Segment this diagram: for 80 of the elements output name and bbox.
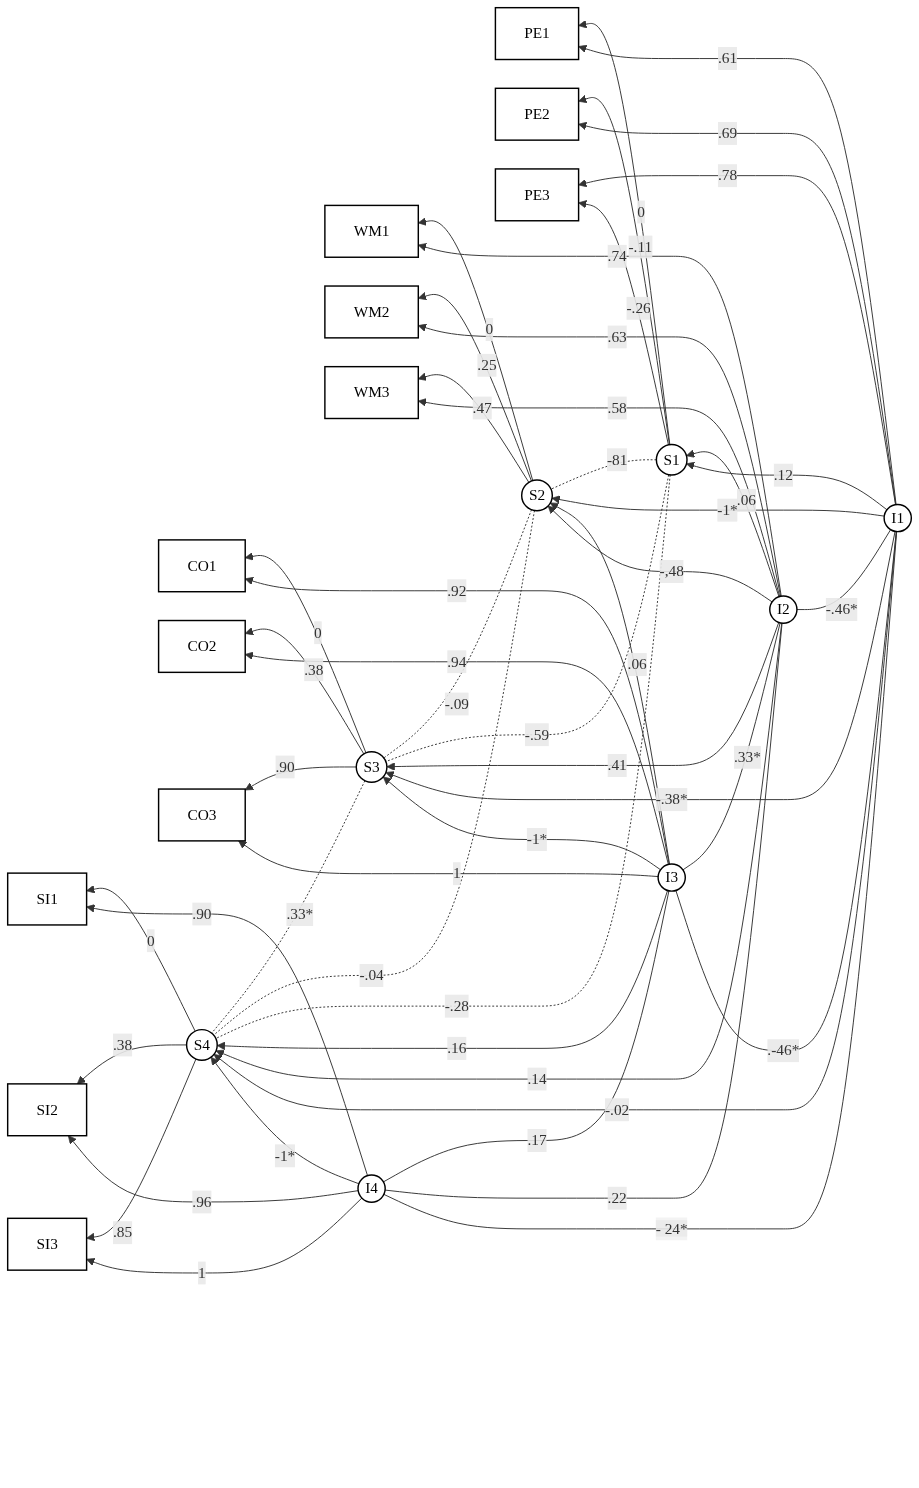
connector <box>211 780 366 1034</box>
edge-label: .33* <box>734 748 761 766</box>
edge-label: .63 <box>607 328 627 345</box>
edge-label: .90 <box>192 905 212 922</box>
node-circle <box>355 750 388 783</box>
edge-label: - 24* <box>655 1220 688 1237</box>
edge-label: -,48 <box>659 562 684 580</box>
node-box <box>494 6 580 61</box>
edge-label: .06 <box>627 655 647 673</box>
edge-label: .12 <box>773 466 793 483</box>
connector <box>215 474 671 1039</box>
edge-label: .38 <box>304 661 324 678</box>
edge-label: .14 <box>527 1070 547 1087</box>
edge-label: .78 <box>717 167 738 184</box>
edge-label: 0 <box>637 203 645 220</box>
edge-label: -.26 <box>626 299 651 317</box>
node-box <box>494 87 580 141</box>
connector <box>384 622 783 1199</box>
edge-label: .74 <box>607 247 627 264</box>
node-circle <box>520 479 554 512</box>
path-diagram: .61 .69 0 -.11 -.26 .78 .12 .06 .74 .63 .58 0 .25 .47 -,48 .06 .92 .94 1 0 .38 .90 -1* .90 .96 1 0 .38 .85 -1* -1* -.38* -.02 .41 .14 .16 -.46* .-46* - 24* .33* .22 .17 -81 -.59 -.28 -.09 -.04 .33* PE1 I1 PE2 S1 PE3 WM1 I2 WM2 S2 WM3 CO1 I3 CO2 S3 CO3 SI1 I4 SI2 S4 SI3 <box>0 0 919 1293</box>
node-circle <box>657 863 686 892</box>
connector <box>796 529 892 611</box>
edge-label: -1* <box>526 830 548 848</box>
connector <box>385 474 670 763</box>
edge-label: .25 <box>477 356 497 373</box>
edge-label: .85 <box>113 1224 133 1241</box>
edge-label: 1 <box>453 865 461 882</box>
edge-label: -.11 <box>628 238 653 255</box>
edge-label: -.04 <box>359 966 384 984</box>
node-box <box>157 788 246 842</box>
edge-label: .41 <box>607 756 627 774</box>
edge-label: 0 <box>314 624 322 641</box>
edge-label: -.59 <box>524 726 550 743</box>
node-box <box>157 539 246 593</box>
node-box <box>324 285 420 339</box>
edge-label: 0 <box>485 320 494 338</box>
edge-label: .69 <box>717 124 738 142</box>
edge-label: -81 <box>606 451 628 468</box>
edge-label: .47 <box>472 399 492 416</box>
connector <box>675 531 897 1052</box>
edge-label: -.02 <box>604 1101 630 1118</box>
node-box <box>324 204 420 258</box>
edge-label: .92 <box>447 582 467 599</box>
edge-label: .33* <box>286 905 314 923</box>
edge-label: -1* <box>717 501 738 518</box>
node-box <box>157 619 246 674</box>
edge-label: .16 <box>447 1039 467 1057</box>
node-circle <box>357 1174 386 1203</box>
edge-label: 1 <box>198 1264 206 1281</box>
edge-label: 0 <box>146 932 155 949</box>
edge-label: .06 <box>736 491 757 509</box>
edge-label: .38 <box>113 1036 133 1053</box>
edge-label: -1* <box>274 1147 296 1164</box>
edge-label: .61 <box>717 49 738 67</box>
edge-label: .96 <box>192 1193 212 1210</box>
node-box <box>6 1083 88 1137</box>
edge-label: .17 <box>527 1131 547 1149</box>
edge-label: -.38* <box>655 790 688 808</box>
node-box <box>324 365 420 420</box>
edge-label: -.28 <box>444 997 470 1014</box>
edge-label: .58 <box>607 399 627 416</box>
connector <box>383 531 898 1230</box>
edge-label: .-46* <box>767 1042 800 1059</box>
connector <box>682 622 781 871</box>
node-circle <box>883 503 913 533</box>
edge-label: -.46* <box>825 600 858 618</box>
node-box <box>6 872 88 926</box>
node-circle <box>185 1028 218 1061</box>
connector <box>213 510 535 1036</box>
node-box <box>6 1217 88 1271</box>
connector <box>382 890 670 1183</box>
edge-label: -.09 <box>444 695 470 712</box>
edge-label: .94 <box>447 653 467 670</box>
node-circle <box>655 443 688 476</box>
node-circle <box>769 595 798 624</box>
node-box <box>494 168 580 222</box>
connector <box>383 509 532 759</box>
edge-label: .22 <box>607 1189 627 1206</box>
edge-label: .90 <box>275 758 295 775</box>
